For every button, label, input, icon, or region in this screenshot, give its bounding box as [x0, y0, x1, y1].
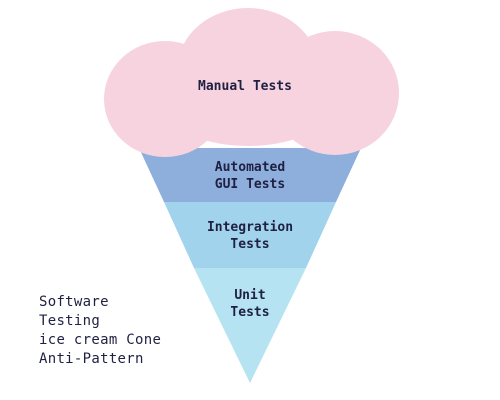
manual-tests-cloud — [104, 8, 399, 157]
integration-tests-label: Integration Tests — [206, 220, 294, 252]
caption-line: Anti-Pattern — [39, 351, 144, 367]
caption-line: ice cream Cone — [39, 332, 162, 348]
caption-line: Software — [39, 294, 109, 310]
diagram-caption: Software Testing ice cream Cone Anti-Pat… — [39, 293, 161, 369]
automated-gui-tests-label: Automated GUI Tests — [214, 160, 286, 192]
unit-tests-label: Unit Tests — [230, 288, 270, 320]
integration-tests-layer — [164, 202, 336, 268]
automated-gui-tests-layer — [139, 148, 361, 202]
unit-tests-layer — [194, 268, 306, 383]
caption-line: Testing — [39, 313, 101, 329]
manual-tests-label: Manual Tests — [198, 79, 292, 94]
